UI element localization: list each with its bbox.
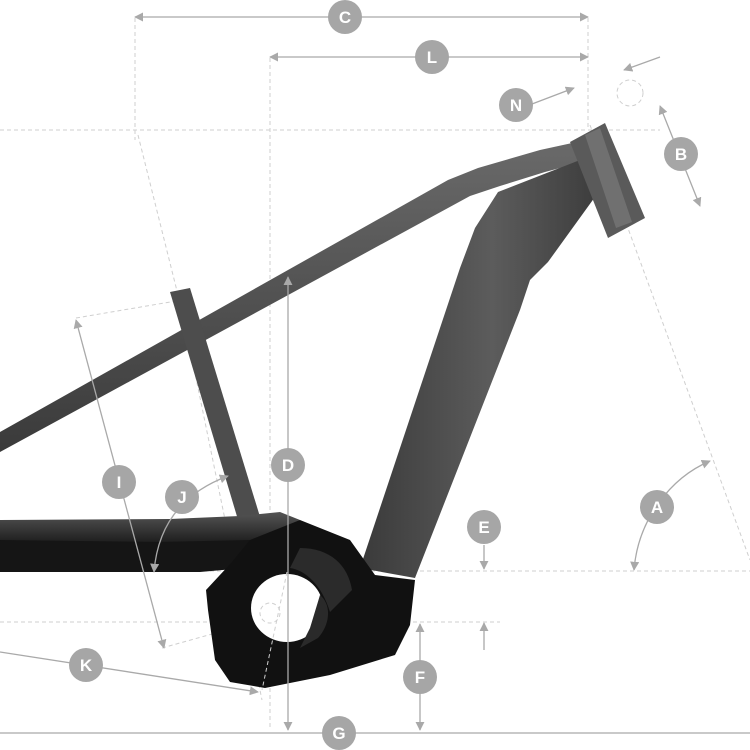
badge-a-label: A	[651, 498, 663, 517]
badge-c-label: C	[339, 8, 351, 27]
badge-k-circle	[69, 648, 103, 682]
badge-i-label: I	[117, 473, 122, 492]
badge-f-circle	[403, 660, 437, 694]
rear-stay	[0, 540, 250, 572]
badge-e: E	[467, 510, 501, 544]
badge-a-circle	[640, 490, 674, 524]
badge-g-label: G	[332, 724, 345, 743]
badge-d-circle	[271, 448, 305, 482]
badge-b-label: B	[675, 145, 687, 164]
fork-offset-circle	[616, 79, 644, 107]
badge-i: I	[102, 465, 136, 499]
badge-d: D	[271, 448, 305, 482]
badge-i-circle	[102, 465, 136, 499]
head-tube-highlight	[585, 128, 632, 228]
down-tube	[360, 160, 600, 578]
badge-e-label: E	[478, 518, 489, 537]
badge-l-circle	[415, 40, 449, 74]
badge-b: B	[664, 137, 698, 171]
badge-c: C	[328, 0, 362, 34]
motor-bracket	[300, 595, 329, 648]
badge-k: K	[69, 648, 103, 682]
badge-n-label: N	[510, 96, 522, 115]
badge-b-circle	[664, 137, 698, 171]
badge-j-circle	[165, 480, 199, 514]
badge-f-label: F	[415, 668, 425, 687]
bb-center-circle	[259, 602, 281, 624]
top-tube	[0, 140, 590, 452]
motor-highlight	[290, 548, 352, 612]
badge-d-label: D	[282, 456, 294, 475]
badge-f: F	[403, 660, 437, 694]
badge-n-circle	[499, 88, 533, 122]
badge-e-circle	[467, 510, 501, 544]
dim-line-k	[0, 651, 259, 696]
badge-l-label: L	[427, 48, 437, 67]
seat-tube	[170, 288, 272, 560]
badge-j: J	[165, 480, 199, 514]
badge-g: G	[322, 716, 356, 750]
dim-line-n	[531, 86, 575, 105]
badge-c-circle	[328, 0, 362, 34]
bb-axis-guide	[261, 571, 288, 691]
badge-n: N	[499, 88, 533, 122]
seat-axis-guide	[137, 134, 179, 296]
badge-g-circle	[322, 716, 356, 750]
badge-k-label: K	[80, 656, 93, 675]
reach-guide	[75, 299, 183, 319]
dim-line-n-tip	[623, 56, 661, 72]
badge-j-label: J	[177, 488, 186, 507]
bike-frame	[0, 123, 645, 691]
badge-a: A	[640, 490, 674, 524]
badge-l: L	[415, 40, 449, 74]
